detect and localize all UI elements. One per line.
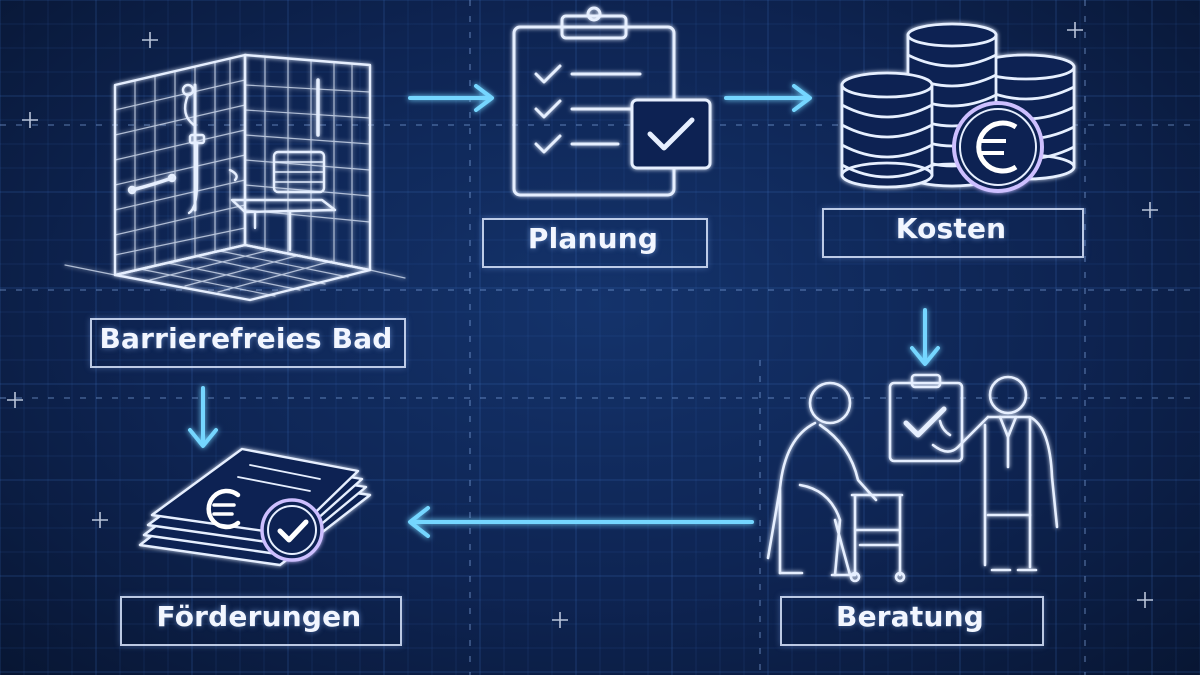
node-label-planung: Planung xyxy=(527,222,659,255)
label-frame-beratung xyxy=(780,596,1044,646)
accessible-shower-icon xyxy=(64,53,406,302)
arrow-planung-to-kosten xyxy=(724,84,812,112)
euro-documents-check-icon xyxy=(138,447,372,567)
node-label-bad: Barrierefreies Bad xyxy=(99,322,393,355)
label-frame-foerderungen xyxy=(120,596,402,646)
node-label-beratung: Beratung xyxy=(836,600,984,633)
clipboard-checklist-icon xyxy=(512,6,712,197)
arrow-kosten-to-beratung xyxy=(910,308,940,366)
consultation-people-icon xyxy=(766,373,1059,583)
label-frame-planung xyxy=(482,218,708,268)
label-frame-kosten xyxy=(822,208,1084,258)
node-label-foerderungen: Förderungen xyxy=(156,600,362,633)
arrow-bad-to-foerderungen xyxy=(188,386,218,448)
euro-coins-icon xyxy=(840,22,1076,193)
arrow-beratung-to-foerderungen xyxy=(408,506,754,538)
label-frame-bad xyxy=(90,318,406,368)
arrow-bad-to-planung xyxy=(408,84,494,112)
node-label-kosten: Kosten xyxy=(895,212,1007,245)
